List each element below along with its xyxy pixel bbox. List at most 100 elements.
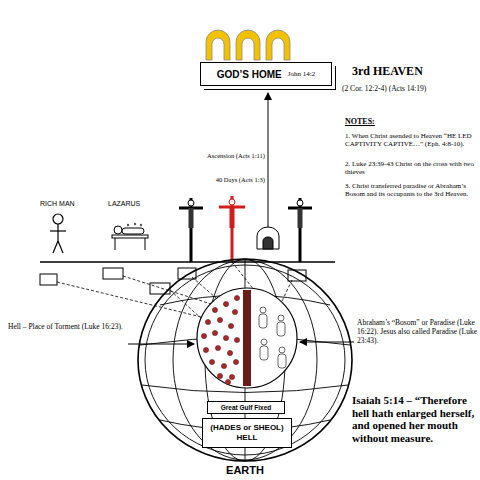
torment-souls-part <box>234 337 239 342</box>
crown-arches-part <box>236 30 260 60</box>
lazarus-figure <box>112 223 148 250</box>
christ-cross <box>219 196 245 262</box>
ascension-arrow-part <box>268 93 269 229</box>
paradise-souls-part <box>261 339 267 345</box>
torment-label: Hell – Place of Torment (Luke 16:23). <box>8 322 130 331</box>
tomb <box>257 227 279 249</box>
rich-man-figure-part <box>53 214 63 224</box>
christ-cross-part <box>229 199 235 205</box>
torment-souls-part <box>217 317 222 322</box>
ground-line <box>40 262 335 263</box>
graves-part <box>103 268 123 279</box>
scripture-quote: Isaiah 5:14 – “Therefore hell hath enlar… <box>352 394 478 445</box>
thief-cross-right-part <box>298 208 303 228</box>
torment-souls-part <box>205 319 210 324</box>
thief-cross-left-part <box>188 200 194 206</box>
crown-arches <box>206 30 290 60</box>
earth-outline-shape <box>138 259 352 461</box>
graves-part <box>40 274 57 285</box>
torment-souls-part <box>227 350 232 355</box>
rich-man-figure-part <box>53 241 58 253</box>
paradise-souls-part <box>278 354 286 368</box>
lazarus-figure-part <box>114 226 122 234</box>
note-text: 2. Luke 23:39-43 Christ on the cross wit… <box>345 160 477 177</box>
crown-arches-part <box>206 30 230 60</box>
hades-box: (HADES or SHEOL) HELL <box>202 418 292 448</box>
torment-souls-part <box>234 295 239 300</box>
note-text: 1. When Christ asended to Heaven “HE LED… <box>345 132 477 149</box>
torment-souls-part <box>217 373 222 378</box>
earth-oval: EARTHGreat Gulf Fixed(HADES or SHEOL) HE… <box>137 258 353 462</box>
graves-part <box>178 268 196 279</box>
thief-cross-left-part <box>189 208 194 228</box>
hades-chamber <box>197 288 297 388</box>
paradise-souls <box>259 307 286 368</box>
node-text: John 14:2 <box>288 70 315 78</box>
node-text: EARTH <box>137 464 353 476</box>
lazarus-figure-part <box>127 224 129 226</box>
node-text: Great Gulf Fixed <box>221 404 272 411</box>
node-text: (HADES or SHEOL) HELL <box>203 423 291 442</box>
torment-souls-part <box>229 374 234 379</box>
rich-man-figure-part <box>57 224 58 241</box>
torment-souls-part <box>201 333 206 338</box>
earth-grid-part <box>145 265 345 455</box>
lazarus-figure-part <box>112 235 148 238</box>
torment-souls-part <box>209 359 214 364</box>
days-label: 40 Days (Acts 1:3) <box>200 176 265 184</box>
earth-grid <box>140 259 350 461</box>
lazarus-figure-part <box>122 228 144 234</box>
paradise-label: Abraham’s “Bosom” or Paradise (Luke 16:2… <box>357 318 477 345</box>
lazarus-figure-part <box>115 238 116 250</box>
scripture-ref: (2 Cor. 12:2-4) (Acts 14:19) <box>342 84 478 93</box>
torment-souls-part <box>212 330 217 335</box>
thief-cross-right <box>288 198 312 262</box>
figure-label: LAZARUS <box>108 200 168 208</box>
crown-arches-part <box>266 30 290 60</box>
earth-grid-part <box>173 260 317 460</box>
thief-cross-left <box>179 198 203 262</box>
pointer-arrows <box>128 342 354 344</box>
ground-line-part <box>40 261 335 263</box>
thief-cross-right-part <box>297 200 303 206</box>
ascension-arrow <box>268 93 269 229</box>
node-text: GOD’S HOME <box>217 69 282 80</box>
torment-souls-part <box>215 345 220 350</box>
lazarus-figure-part <box>134 223 136 225</box>
figure-label: RICH MAN <box>40 200 100 208</box>
paradise-souls-part <box>259 314 267 328</box>
torment-souls-part <box>232 309 237 314</box>
pointer-arrows-part <box>300 342 354 343</box>
torment-souls-part <box>225 379 230 384</box>
torment-souls <box>201 295 239 384</box>
torment-souls-part <box>212 307 217 312</box>
lazarus-figure-part <box>145 238 146 250</box>
paradise-souls-part <box>277 322 285 336</box>
pointer-arrows-part <box>128 344 194 345</box>
torment-souls-part <box>233 359 238 364</box>
paradise-souls-part <box>279 347 285 353</box>
hades-chamber-part <box>197 288 297 388</box>
paradise-souls-part <box>260 346 268 360</box>
ascension-label: Ascension (Acts 1:11) <box>190 152 265 160</box>
torment-souls-part <box>221 363 226 368</box>
graves <box>40 268 306 294</box>
torment-souls-part <box>223 335 228 340</box>
tomb-part <box>257 227 279 249</box>
gulf-box: Great Gulf Fixed <box>207 401 285 414</box>
rich-man-figure <box>50 214 66 253</box>
soul-paths-part <box>57 282 222 322</box>
graves-part <box>150 283 170 294</box>
paradise-souls-part <box>260 307 266 313</box>
torment-souls-part <box>203 347 208 352</box>
lazarus-figure-part <box>140 224 142 226</box>
hades-chamber-part <box>243 290 251 386</box>
home-box: GOD’S HOME John 14:2 <box>200 62 332 86</box>
christ-cross-part <box>230 207 235 228</box>
rich-man-figure-part <box>58 241 63 253</box>
paradise-souls-part <box>278 315 284 321</box>
notes-heading: NOTES: <box>345 117 425 127</box>
heaven-title: 3rd HEAVEN <box>352 64 476 78</box>
torment-souls-part <box>228 323 233 328</box>
